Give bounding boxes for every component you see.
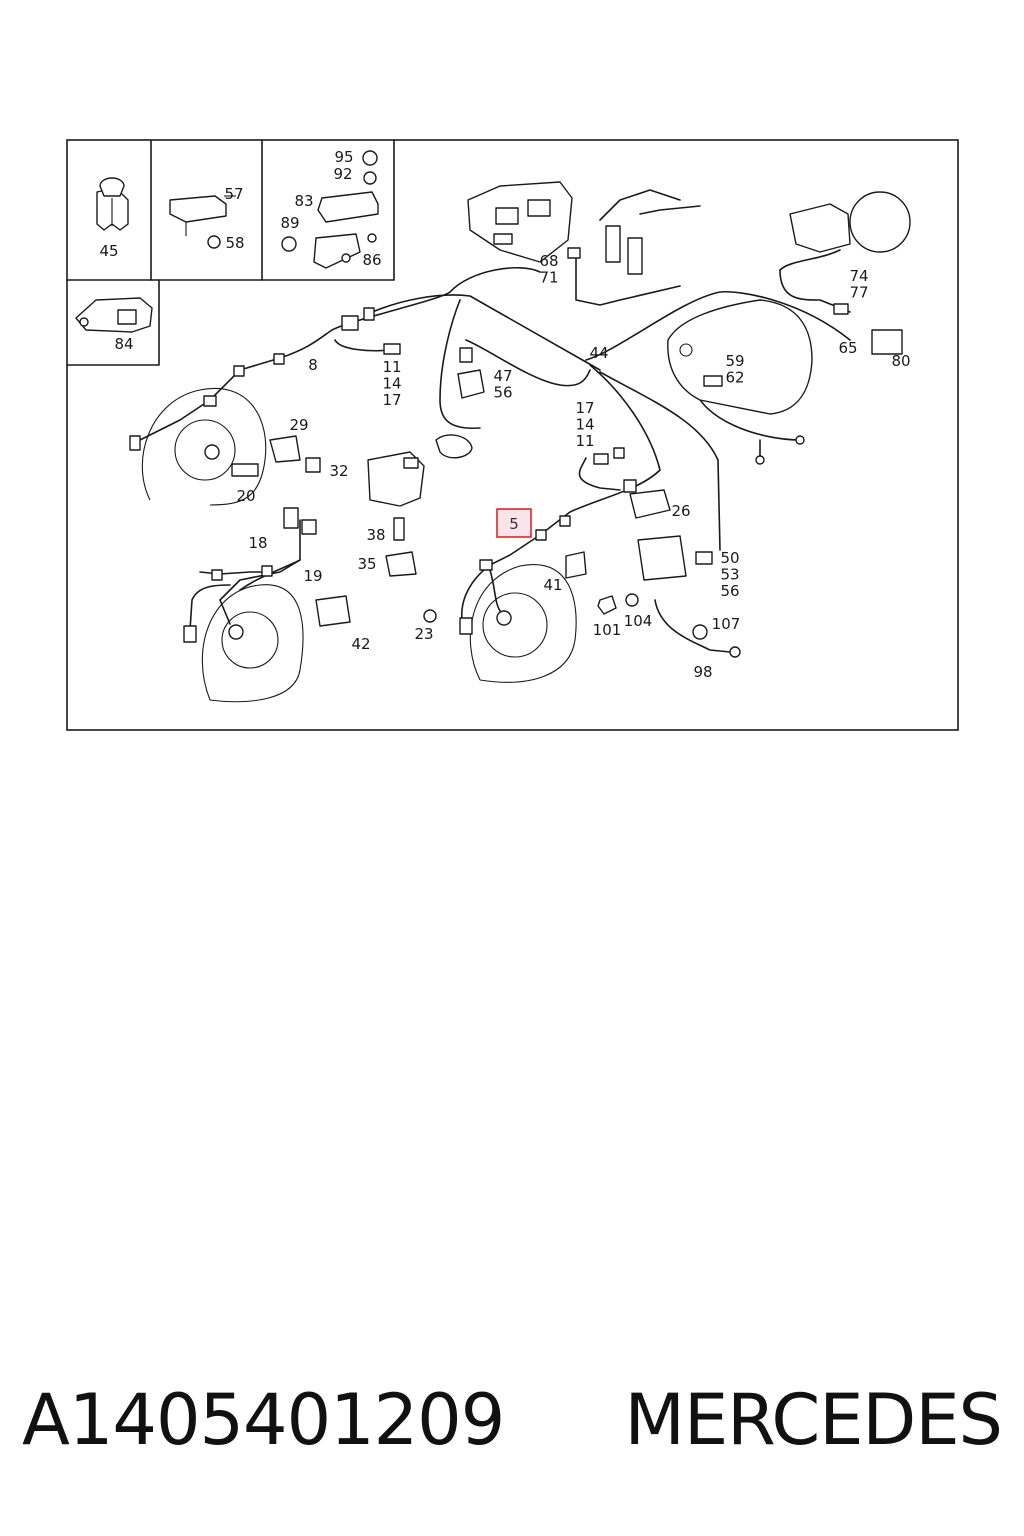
sensor-block-icon: [75, 297, 153, 333]
callout-label: 42: [351, 635, 370, 653]
callout-label: 56: [493, 384, 512, 402]
callout-label: 83: [294, 192, 313, 210]
callout-label: 14: [575, 416, 594, 434]
mount-plate-icon: [169, 195, 236, 249]
wiring-harness: [139, 189, 851, 653]
callout-label: 101: [593, 621, 622, 639]
callout-label: 92: [333, 165, 352, 183]
callout-label: 11: [382, 358, 401, 376]
callout-label: 68: [539, 252, 558, 270]
callout-label: 50: [720, 549, 739, 567]
wiper-motor-icon: [789, 191, 911, 253]
callout-label: 18: [248, 534, 267, 552]
callout-label: 95: [334, 148, 353, 166]
callout-label: 80: [891, 352, 910, 370]
callout-label: 59: [725, 352, 744, 370]
brake-disc-rear-left-icon: [201, 584, 304, 703]
part-number: A1405401209: [22, 1379, 505, 1461]
callout-label: 84: [114, 335, 133, 353]
inset-frame-top: [66, 139, 395, 281]
callout-label: 65: [838, 339, 857, 357]
highlighted-part-label[interactable]: 5: [509, 515, 519, 533]
hvac-box-icon: [467, 181, 573, 263]
callout-label: 17: [382, 391, 401, 409]
callout-label: 86: [362, 251, 381, 269]
callout-label: 104: [624, 612, 653, 630]
parts-diagram: 5 45575895928389868468717477658081114174…: [66, 139, 959, 731]
callout-label: 77: [849, 284, 868, 302]
harness-clips: [211, 307, 637, 581]
callout-label: 26: [671, 502, 690, 520]
callout-label: 38: [366, 526, 385, 544]
footer: A1405401209 MERCEDES: [0, 1370, 1024, 1470]
abs-hydraulic-unit-icon: [367, 434, 473, 507]
inset-frame-84: [66, 279, 160, 366]
callout-label: 56: [720, 582, 739, 600]
callout-label: 45: [99, 242, 118, 260]
callout-label: 17: [575, 399, 594, 417]
callout-label: 35: [357, 555, 376, 573]
bracket-part-icon: [96, 177, 129, 231]
callout-label: 23: [414, 625, 433, 643]
callout-label: 74: [849, 267, 868, 285]
callout-label: 32: [329, 462, 348, 480]
callout-label: 29: [289, 416, 308, 434]
brake-disc-front-right-icon: [469, 564, 577, 683]
battery-tray-icon: [667, 299, 813, 415]
callout-label: 107: [712, 615, 741, 633]
diagram-frame: [66, 139, 959, 731]
callout-label: 8: [308, 356, 318, 374]
callout-label: 62: [725, 369, 744, 387]
callout-label: 19: [303, 567, 322, 585]
callout-label: 20: [236, 487, 255, 505]
callout-label: 14: [382, 375, 401, 393]
callout-label: 89: [280, 214, 299, 232]
callout-label: 41: [543, 576, 562, 594]
callout-label: 53: [720, 566, 739, 584]
callout-label: 58: [225, 234, 244, 252]
callout-label: 11: [575, 432, 594, 450]
highlighted-part-box[interactable]: [496, 508, 532, 538]
callout-label: 57: [224, 185, 243, 203]
callout-label: 98: [693, 663, 712, 681]
callout-label: 71: [539, 269, 558, 287]
control-module-icon: [281, 150, 379, 269]
callout-label: 44: [589, 344, 608, 362]
callout-label: 47: [493, 367, 512, 385]
brand-name: MERCEDES: [624, 1379, 1003, 1461]
brake-disc-front-left-icon: [141, 387, 267, 506]
connector-parts-icon: [129, 225, 903, 658]
